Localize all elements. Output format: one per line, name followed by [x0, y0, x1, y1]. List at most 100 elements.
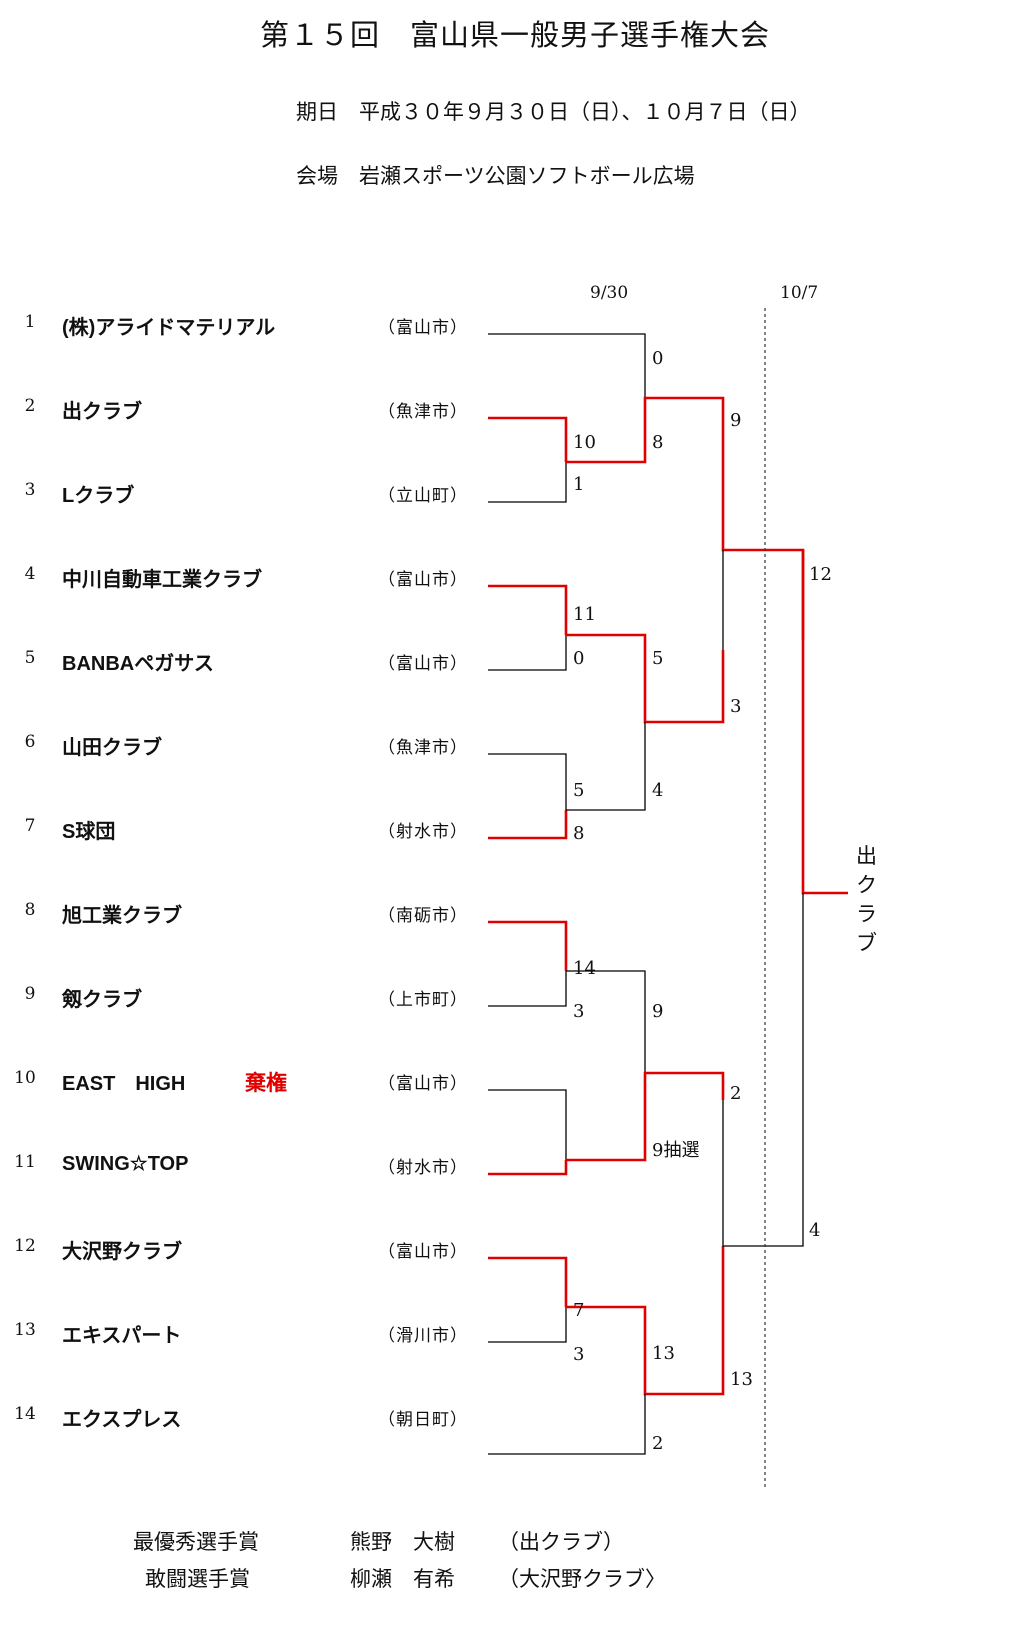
- score-label: 8: [573, 823, 585, 844]
- team-seed: 13: [14, 1320, 36, 1340]
- score-label: 3: [573, 1001, 585, 1022]
- team-name: 出クラブ: [62, 401, 142, 423]
- team-city: （魚津市）: [378, 738, 468, 758]
- score-label: 1: [573, 474, 585, 495]
- team-name: S球団: [62, 821, 116, 843]
- round-date-first: 9/30: [590, 283, 629, 303]
- award-team: （出クラブ）: [498, 1530, 624, 1554]
- score-label: 11: [573, 604, 596, 625]
- team-name: EAST HIGH: [62, 1073, 186, 1095]
- score-label: 0: [652, 348, 664, 369]
- team-seed: 3: [24, 480, 36, 500]
- score-label: 12: [809, 564, 832, 585]
- bracket-line: [488, 333, 646, 398]
- team-city: （立山町）: [378, 486, 468, 506]
- team-seed: 5: [24, 648, 36, 668]
- team-seed: 14: [14, 1404, 36, 1424]
- bracket-line: [488, 448, 567, 503]
- score-label: 5: [573, 780, 585, 801]
- award-title: 最優秀選手賞: [133, 1530, 259, 1554]
- bracket-line: [722, 1100, 804, 1247]
- team-seed: 6: [24, 732, 36, 752]
- bracket-line-winner: [801, 550, 848, 895]
- bracket-line: [488, 1300, 567, 1343]
- bracket-line-winner: [566, 1071, 725, 1162]
- bracket-line-winner: [721, 460, 805, 640]
- bracket-line: [488, 753, 567, 810]
- team-name: Lクラブ: [62, 485, 135, 507]
- score-label: 4: [809, 1220, 821, 1241]
- score-label: 10: [573, 432, 596, 453]
- bracket-line: [566, 970, 646, 1073]
- score-label: 14: [573, 958, 596, 979]
- score-label: 2: [730, 1083, 742, 1104]
- bracket-line-winner: [488, 1256, 568, 1307]
- team-name: 山田クラブ: [62, 737, 162, 759]
- team-name: 中川自動車工業クラブ: [62, 569, 262, 591]
- team-city: （富山市）: [378, 1074, 468, 1094]
- score-label: 4: [652, 780, 664, 801]
- team-seed: 8: [24, 900, 36, 920]
- team-city: （滑川市）: [378, 1326, 468, 1346]
- team-city: （富山市）: [378, 318, 468, 338]
- team-name: エクスプレス: [62, 1409, 182, 1431]
- bracket-line: [488, 964, 567, 1007]
- score-label: 9: [730, 410, 742, 431]
- bracket-line: [488, 1089, 567, 1160]
- team-name: 剱クラブ: [62, 989, 142, 1011]
- team-name: エキスパート: [62, 1325, 182, 1347]
- team-city: （南砺市）: [378, 906, 468, 926]
- team-seed: 1: [24, 312, 36, 332]
- score-label: 2: [652, 1433, 664, 1454]
- team-seed: 2: [24, 396, 36, 416]
- team-name: (株)アライドマテリアル: [62, 317, 276, 339]
- bracket-line-winner: [566, 633, 725, 724]
- event-date: 期日 平成３０年９月３０日（日）、１０月７日（日）: [296, 100, 811, 124]
- score-label: 13: [730, 1369, 753, 1390]
- team-city: （射水市）: [378, 822, 468, 842]
- team-city: （富山市）: [378, 570, 468, 590]
- team-name: 大沢野クラブ: [62, 1241, 182, 1263]
- bracket-line-winner: [488, 416, 568, 462]
- bracket-line-winner: [488, 810, 568, 840]
- team-seed: 11: [14, 1152, 36, 1172]
- team-seed: 10: [14, 1068, 36, 1088]
- team-name: 旭工業クラブ: [62, 905, 182, 927]
- bracket-line-winner: [488, 584, 568, 635]
- bracket-line-winner: [566, 396, 725, 464]
- bracket-line: [566, 722, 646, 811]
- award-team: （大沢野クラブ〉: [498, 1567, 666, 1591]
- team-city: （富山市）: [378, 1242, 468, 1262]
- event-venue: 会場 岩瀬スポーツ公園ソフトボール広場: [296, 164, 695, 188]
- team-name: SWING☆TOP: [62, 1153, 189, 1175]
- score-label: 8: [652, 432, 664, 453]
- champion-label: 出クラブ: [856, 844, 877, 955]
- score-label: 13: [652, 1343, 675, 1364]
- team-city: （魚津市）: [378, 402, 468, 422]
- bracket-line-winner: [488, 1160, 568, 1176]
- bracket-line-winner: [488, 920, 568, 971]
- team-seed: 4: [24, 564, 36, 584]
- score-label: 9: [652, 1001, 664, 1022]
- bracket-line: [488, 1394, 646, 1455]
- score-label: 9抽選: [652, 1140, 700, 1161]
- bracket-line-winner: [566, 1246, 725, 1396]
- score-label: 3: [573, 1344, 585, 1365]
- team-city: （富山市）: [378, 654, 468, 674]
- score-label: 5: [652, 648, 664, 669]
- award-winner: 熊野 大樹: [350, 1530, 455, 1554]
- forfeit-label: 棄権: [245, 1072, 287, 1095]
- score-label: 3: [730, 696, 742, 717]
- score-label: 0: [573, 648, 585, 669]
- score-label: 7: [573, 1300, 585, 1321]
- page-title: 第１５回 富山県一般男子選手権大会: [259, 18, 770, 52]
- team-seed: 12: [14, 1236, 36, 1256]
- round-date-final: 10/7: [780, 283, 819, 303]
- team-seed: 7: [24, 816, 36, 836]
- team-name: BANBAペガサス: [62, 653, 214, 675]
- award-title: 敢闘選手賞: [145, 1567, 250, 1591]
- team-city: （射水市）: [378, 1158, 468, 1178]
- team-seed: 9: [24, 984, 36, 1004]
- team-city: （朝日町）: [378, 1410, 468, 1430]
